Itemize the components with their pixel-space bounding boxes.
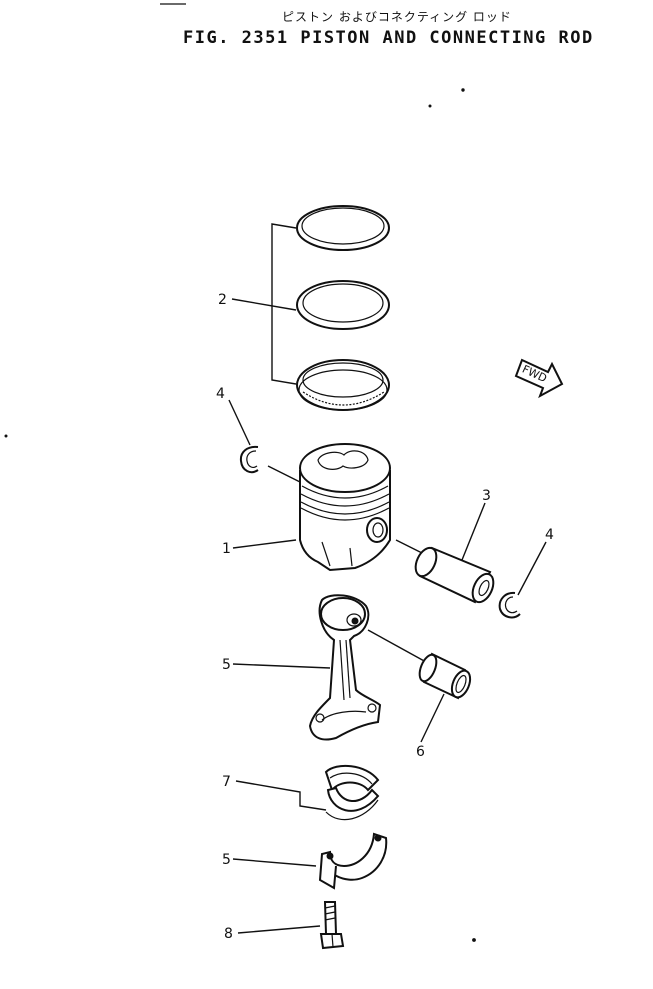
piston-ring-top[interactable] (296, 205, 390, 251)
connecting-rod-bolt[interactable] (319, 901, 345, 950)
callout-5-rod: 5 (222, 657, 231, 673)
piston-pin[interactable] (412, 545, 498, 606)
connecting-rod[interactable] (308, 594, 382, 741)
leader-line-4b (517, 541, 547, 596)
leader-line-5a (232, 663, 331, 669)
connecting-rod-cap[interactable] (318, 832, 388, 890)
bushing[interactable] (416, 652, 473, 700)
leader-line-4a (228, 399, 251, 446)
ring-group-bracket (271, 223, 297, 385)
connecting-rod-bearing-lower[interactable] (325, 786, 380, 821)
leader-line-snap-to-piston (267, 465, 301, 483)
callout-3: 3 (482, 488, 491, 504)
snap-ring-right[interactable] (498, 591, 521, 619)
callout-2: 2 (218, 292, 227, 308)
callout-7: 7 (222, 774, 231, 790)
callout-8: 8 (224, 926, 233, 942)
snap-ring-left[interactable] (239, 445, 259, 474)
figure-title: FIG. 2351 PISTON AND CONNECTING ROD (183, 28, 594, 48)
leader-line-8 (237, 925, 321, 934)
callout-6: 6 (416, 744, 425, 760)
leader-line-3 (461, 502, 486, 561)
fwd-direction-arrow: FWD (514, 358, 564, 399)
callout-4-right: 4 (545, 527, 554, 543)
connecting-rod-bearing-upper[interactable] (324, 764, 380, 793)
leader-line-5b (232, 858, 317, 867)
piston-ring-oil[interactable] (296, 359, 390, 411)
piston[interactable] (299, 443, 391, 572)
callout-1: 1 (222, 541, 231, 557)
leader-line-2 (231, 298, 297, 311)
scan-artifacts (4, 3, 476, 942)
figure-title-japanese: ピストン およびコネクティング ロッド (282, 10, 512, 24)
leader-line-7 (235, 780, 327, 811)
leader-line-6 (420, 693, 445, 743)
callout-4-left: 4 (216, 386, 225, 402)
leader-line-1 (232, 539, 297, 549)
piston-ring-middle[interactable] (296, 280, 390, 330)
leader-line-bushing (367, 629, 427, 663)
callout-5-cap: 5 (222, 852, 231, 868)
